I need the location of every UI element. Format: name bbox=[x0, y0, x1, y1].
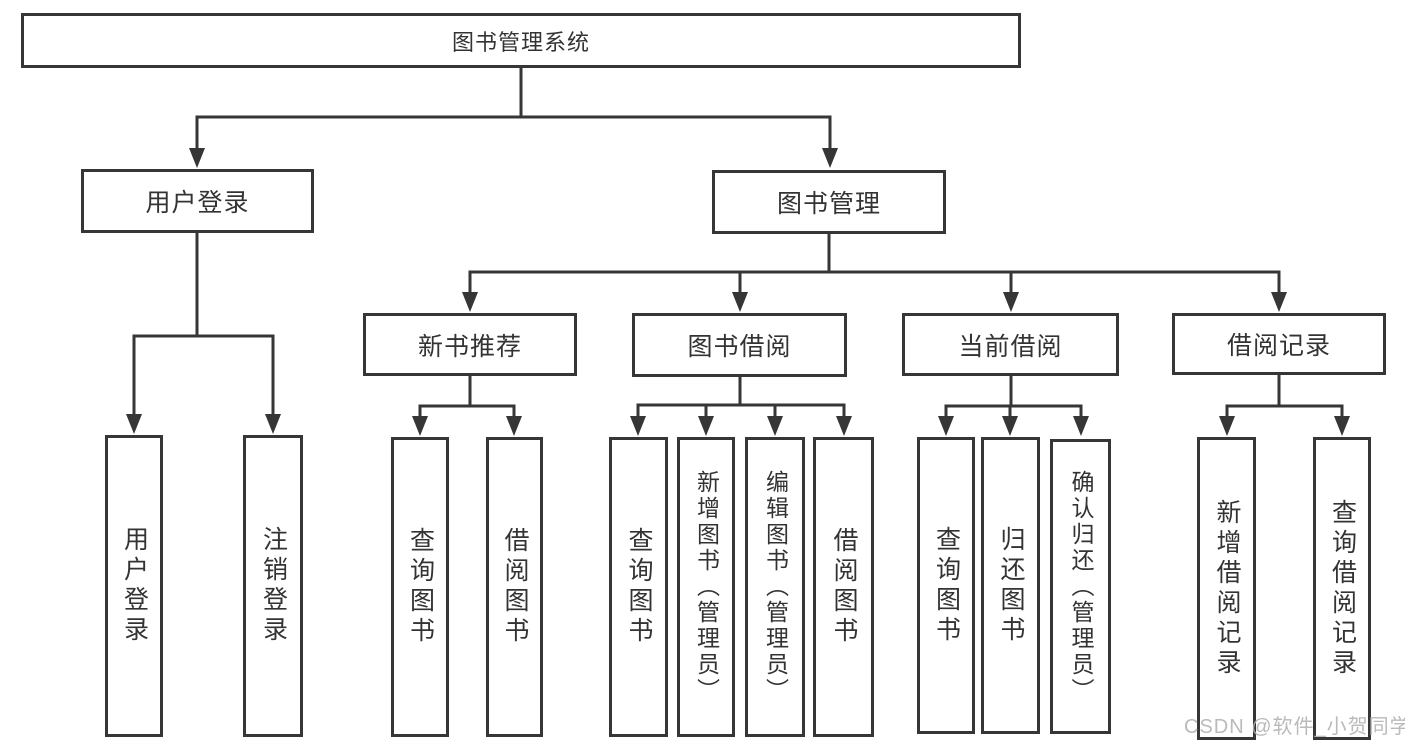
node-current-borrowing: 当前借阅 bbox=[902, 313, 1119, 376]
node-br-query-record: 查询借阅记录 bbox=[1313, 437, 1371, 740]
node-library-management-system: 图书管理系统 bbox=[21, 13, 1021, 68]
node-cb-query-books: 查询图书 bbox=[917, 437, 975, 734]
node-bb-add-books-admin: 新增图书（管理员） bbox=[677, 437, 735, 737]
node-bb-edit-books-admin: 编辑图书（管理员） bbox=[745, 437, 805, 737]
csdn-watermark: CSDN @软件_小贺同学 bbox=[1184, 716, 1405, 738]
node-cb-return-books: 归还图书 bbox=[981, 437, 1040, 734]
node-bb-borrow-books: 借阅图书 bbox=[813, 437, 874, 737]
node-bb-query-books: 查询图书 bbox=[609, 437, 668, 737]
node-nb-borrow-books: 借阅图书 bbox=[486, 437, 543, 737]
node-user-login-action: 用户登录 bbox=[105, 435, 163, 737]
node-nb-query-books: 查询图书 bbox=[391, 437, 449, 737]
node-book-borrowing: 图书借阅 bbox=[632, 313, 847, 377]
node-book-management: 图书管理 bbox=[712, 170, 946, 234]
arrowheads bbox=[126, 148, 1350, 436]
node-borrow-records: 借阅记录 bbox=[1172, 313, 1386, 375]
node-user-login: 用户登录 bbox=[81, 169, 314, 233]
node-br-add-record: 新增借阅记录 bbox=[1197, 437, 1256, 740]
node-new-book-recommend: 新书推荐 bbox=[363, 313, 577, 376]
node-logout: 注销登录 bbox=[243, 435, 303, 737]
node-cb-confirm-return-admin: 确认归还（管理员） bbox=[1050, 439, 1111, 734]
